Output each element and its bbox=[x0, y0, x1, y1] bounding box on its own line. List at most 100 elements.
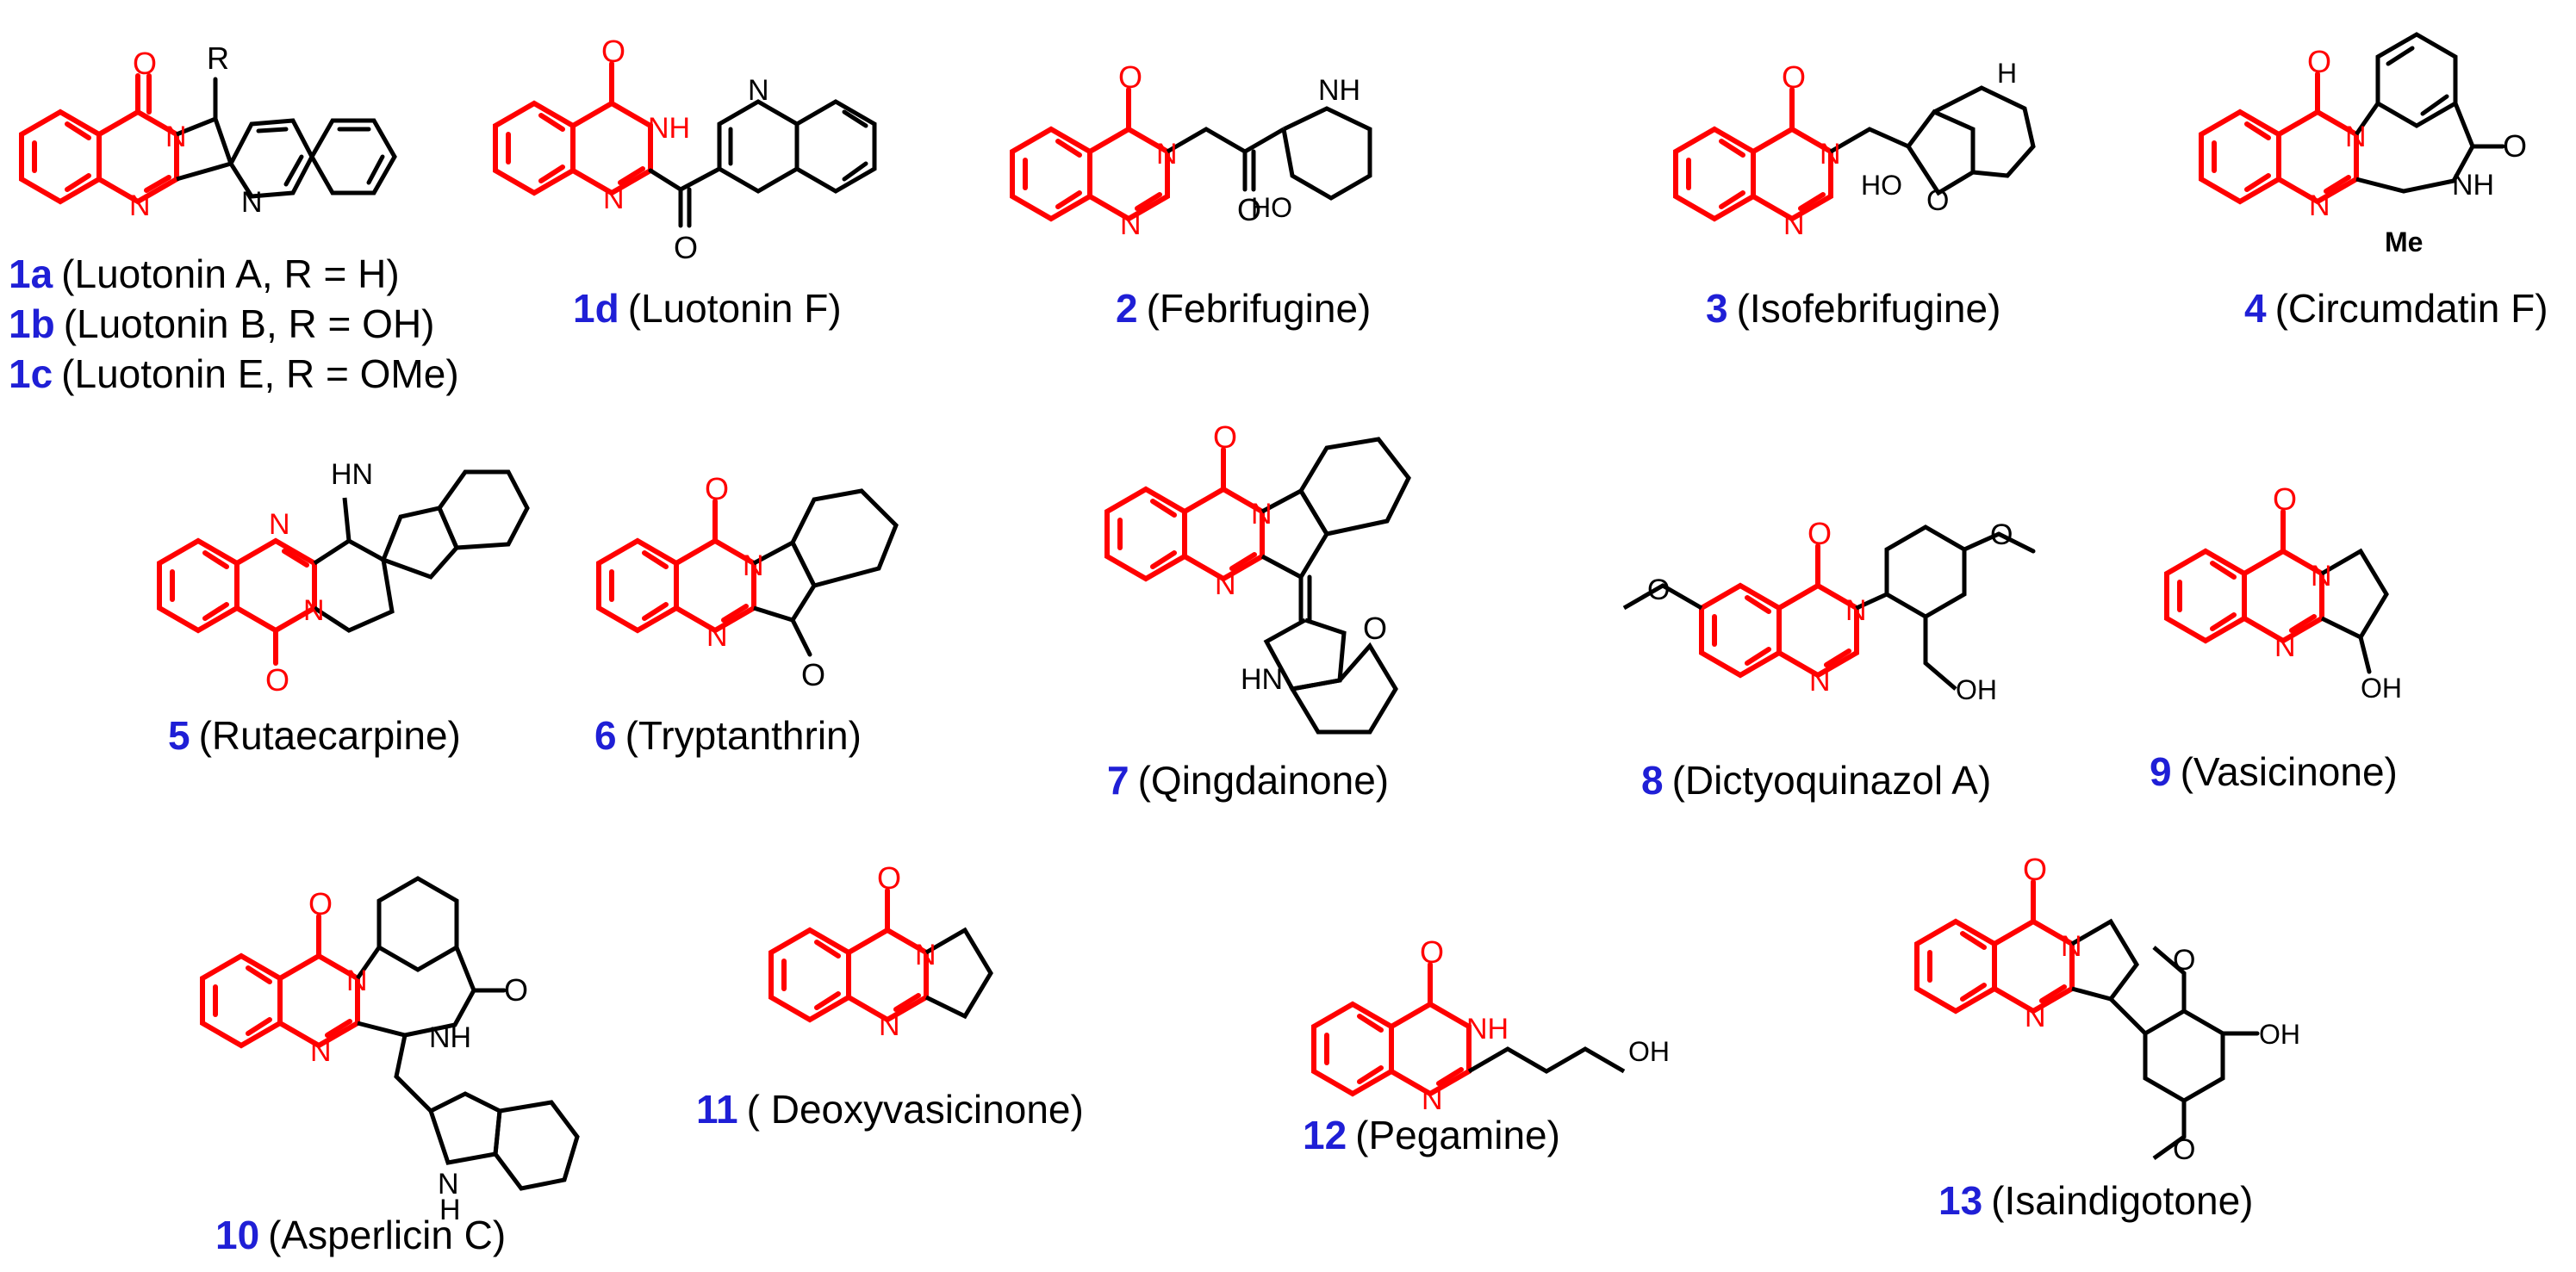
caption-9: 9(Vasicinone) bbox=[2150, 749, 2398, 794]
label-OH: OH bbox=[2361, 673, 2402, 704]
caption-4: 4(Circumdatin F) bbox=[2244, 286, 2548, 331]
label-NH: NH bbox=[648, 112, 690, 145]
compound-name: (Tryptanthrin) bbox=[625, 713, 862, 758]
structure-13: O N N O OH O bbox=[1914, 852, 2300, 1166]
label-N: N bbox=[310, 1035, 332, 1068]
compound-name: (Febrifugine) bbox=[1146, 286, 1372, 331]
structure-5: N N O HN bbox=[157, 458, 530, 698]
label-O: O bbox=[265, 662, 289, 698]
caption-1b: 1b(Luotonin B, R = OH) bbox=[9, 301, 435, 346]
label-O: O bbox=[1363, 611, 1387, 646]
label-N: N bbox=[2345, 121, 2367, 153]
label-O: O bbox=[2503, 128, 2527, 164]
label-O: O bbox=[133, 46, 157, 81]
structure-8: O N N O O OH bbox=[1622, 516, 2036, 705]
compound-name: (Pegamine) bbox=[1355, 1113, 1560, 1157]
compound-name: (Rutaecarpine) bbox=[198, 713, 461, 758]
label-O: O bbox=[1213, 419, 1237, 455]
caption-13: 13(Isaindigotone) bbox=[1938, 1178, 2253, 1223]
label-NH: NH bbox=[429, 1021, 471, 1054]
label-N: N bbox=[346, 965, 368, 997]
label-N: N bbox=[1820, 138, 1841, 171]
label-H: H bbox=[439, 1194, 461, 1226]
label-N: N bbox=[1783, 208, 1805, 241]
compound-number: 6 bbox=[594, 713, 617, 758]
label-O: O bbox=[674, 230, 698, 265]
compound-name: (Asperlicin C) bbox=[268, 1213, 507, 1257]
label-O: O bbox=[2173, 944, 2195, 977]
compound-number: 9 bbox=[2150, 749, 2172, 794]
compound-number: 13 bbox=[1938, 1178, 1983, 1223]
label-O: O bbox=[504, 972, 528, 1008]
label-N: N bbox=[2311, 560, 2332, 593]
compound-number: 10 bbox=[215, 1213, 260, 1257]
compound-number: 1c bbox=[9, 351, 53, 396]
label-HO: HO bbox=[1861, 170, 1902, 201]
compound-number: 12 bbox=[1303, 1113, 1347, 1157]
label-NH: NH bbox=[1318, 74, 1360, 107]
label-O: O bbox=[2273, 481, 2297, 517]
caption-2: 2(Febrifugine) bbox=[1116, 286, 1371, 331]
compound-number: 1d bbox=[573, 286, 619, 331]
structure-11: O N N bbox=[768, 860, 993, 1042]
label-R: R bbox=[207, 40, 229, 76]
label-N: N bbox=[1845, 594, 1867, 627]
label-NH: NH bbox=[2452, 169, 2494, 202]
label-N: N bbox=[165, 121, 187, 153]
compound-name: (Isofebrifugine) bbox=[1736, 286, 2001, 331]
label-NH: NH bbox=[1466, 1013, 1509, 1046]
label-O: O bbox=[1118, 59, 1142, 95]
label-O: O bbox=[601, 34, 625, 69]
label-N: N bbox=[129, 189, 151, 222]
label-N: N bbox=[241, 186, 263, 219]
structure-1d: O NH N O N bbox=[493, 34, 877, 265]
label-O: O bbox=[801, 657, 825, 692]
label-N: N bbox=[2025, 1001, 2046, 1033]
label-N: N bbox=[1120, 208, 1142, 241]
label-O: O bbox=[1782, 59, 1806, 95]
label-N: N bbox=[603, 183, 625, 215]
label-O: O bbox=[1420, 934, 1444, 970]
compound-number: 3 bbox=[1706, 286, 1728, 331]
label-HN: HN bbox=[1241, 663, 1283, 696]
label-OH: OH bbox=[1628, 1036, 1670, 1067]
label-O: O bbox=[2173, 1133, 2195, 1166]
compound-number: 2 bbox=[1116, 286, 1138, 331]
label-N: N bbox=[1809, 665, 1831, 698]
compound-name: (Isaindigotone) bbox=[1991, 1178, 2254, 1223]
label-N: N bbox=[1251, 498, 1272, 531]
structure-12: O NH N OH bbox=[1311, 934, 1670, 1116]
label-O: O bbox=[1647, 574, 1670, 606]
label-HN: HN bbox=[331, 458, 373, 491]
caption-6: 6(Tryptanthrin) bbox=[594, 713, 862, 758]
label-HO: HO bbox=[1251, 192, 1292, 223]
compound-number: 1b bbox=[9, 301, 55, 346]
label-N: N bbox=[303, 594, 325, 627]
label-O: O bbox=[2307, 44, 2331, 79]
label-N: N bbox=[2274, 630, 2296, 663]
structure-3: O N N HO O H bbox=[1673, 58, 2036, 241]
compound-number: 1a bbox=[9, 251, 53, 296]
caption-1a: 1a(Luotonin A, R = H) bbox=[9, 251, 400, 296]
structure-1abc: O N N N R bbox=[19, 40, 397, 222]
label-O: O bbox=[308, 886, 333, 921]
structure-2: O N N O NH HO HO bbox=[1010, 59, 1372, 241]
caption-11: 11( Deoxyvasicinone) bbox=[696, 1087, 1084, 1132]
caption-1c: 1c(Luotonin E, R = OMe) bbox=[9, 351, 459, 396]
label-OH: OH bbox=[1956, 674, 1997, 705]
compound-number: 7 bbox=[1107, 758, 1129, 803]
label-N: N bbox=[1215, 568, 1236, 601]
compound-name: (Dictyoquinazol A) bbox=[1671, 758, 1992, 803]
caption-5: 5(Rutaecarpine) bbox=[168, 713, 461, 758]
structure-9: O N N OH bbox=[2164, 481, 2402, 704]
compound-name: (Luotonin F) bbox=[627, 286, 842, 331]
label-N: N bbox=[1156, 138, 1178, 171]
caption-1d: 1d(Luotonin F) bbox=[573, 286, 842, 331]
label-O: O bbox=[1926, 184, 1949, 217]
label-O: O bbox=[1990, 518, 2013, 551]
structure-6: O N N O bbox=[596, 471, 899, 692]
structure-10: O N N O NH N H bbox=[200, 876, 580, 1226]
label-O: O bbox=[705, 471, 729, 506]
label-N: N bbox=[748, 74, 769, 107]
caption-12: 12(Pegamine) bbox=[1303, 1113, 1560, 1157]
